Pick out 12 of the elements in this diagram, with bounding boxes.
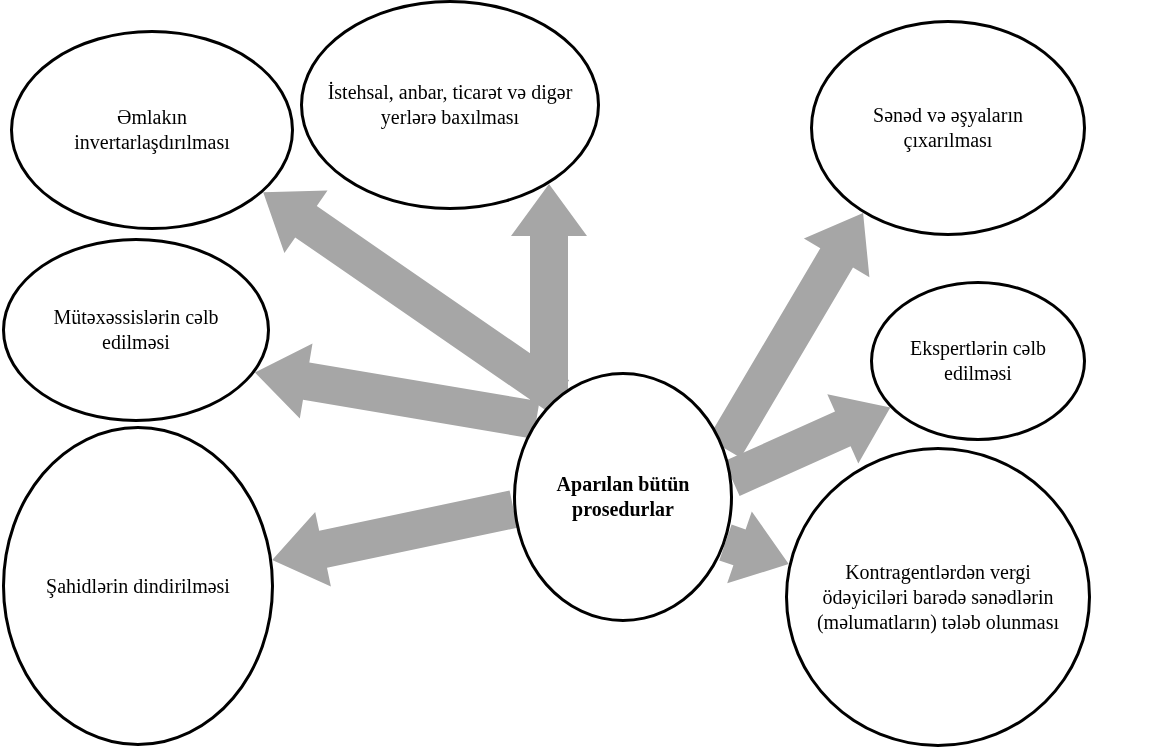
node-text: Ekspertlərin cəlb edilməsi xyxy=(908,336,1048,386)
node-text: İstehsal, anbar, ticarət və digər yerlərə baxılması xyxy=(326,80,574,130)
node-text: Aparılan bütün prosedurlar xyxy=(555,472,691,522)
node-text: Mütəxəssislərin cəlb edilməsi xyxy=(52,305,220,355)
node-text: Kontragentlərdən vergi ödəyiciləri barədə sənədlərin (məlumatların) tələb olunması xyxy=(815,559,1061,635)
node-text: Əmlakın invertarlaşdırılması xyxy=(73,105,231,155)
block-arrow xyxy=(719,511,789,584)
block-arrow xyxy=(272,490,518,587)
block-arrow xyxy=(263,190,570,412)
node-text: Şahidlərin dindirilməsi xyxy=(46,573,230,599)
node-text: Sənəd və əşyaların çıxarılması xyxy=(872,103,1024,153)
block-arrow xyxy=(254,343,540,439)
